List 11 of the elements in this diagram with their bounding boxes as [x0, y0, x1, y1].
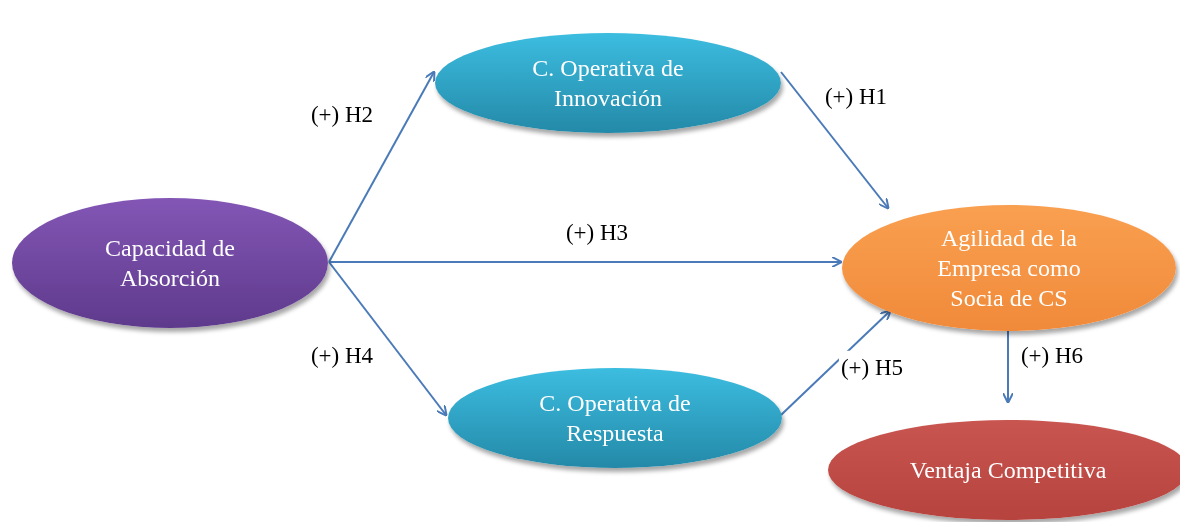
arrow — [780, 71, 890, 210]
arrow — [1002, 330, 1014, 404]
node-label: C. Operativa de Respuesta — [538, 389, 692, 448]
node-label: Agilidad de la Empresa como Socia de CS — [936, 224, 1082, 313]
node-label: C. Operativa de Innovación — [531, 54, 685, 113]
node-label: Ventaja Competitiva — [909, 456, 1107, 485]
arrow — [328, 256, 843, 268]
node-label: Capacidad de Absorción — [104, 234, 236, 293]
arrow — [328, 70, 436, 263]
arrow — [780, 309, 892, 416]
arrow — [328, 261, 448, 417]
